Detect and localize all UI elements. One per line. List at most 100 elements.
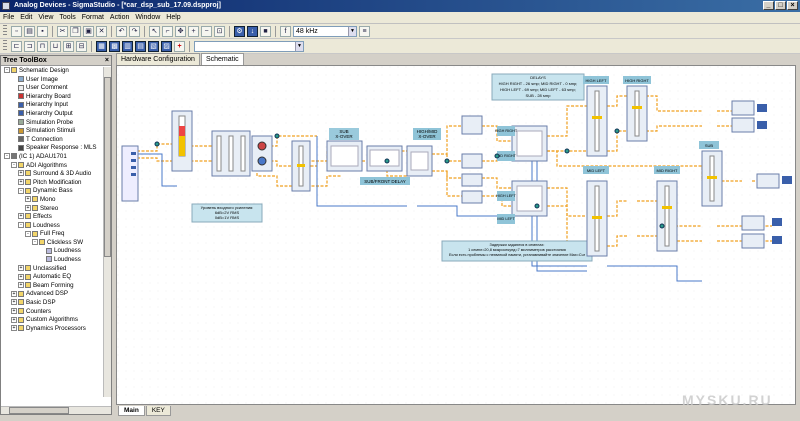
tree-item[interactable]: +Advanced DSP	[1, 290, 104, 299]
tab-main[interactable]: Main	[118, 406, 145, 416]
tree-item[interactable]: +Custom Algorithms	[1, 316, 104, 325]
expand-icon[interactable]: +	[11, 290, 17, 297]
redo-icon[interactable]: ↷	[129, 25, 140, 37]
expand-icon[interactable]: +	[25, 204, 31, 211]
horizontal-scrollbar[interactable]	[1, 406, 111, 414]
tree-item[interactable]: Simulation Stimuli	[1, 127, 104, 136]
tree-item[interactable]: -Loudness	[1, 222, 104, 231]
tree-item[interactable]: -Schematic Design	[1, 67, 104, 76]
tree-item[interactable]: +Automatic EQ	[1, 273, 104, 282]
collapse-icon[interactable]: -	[32, 239, 38, 246]
delete-icon[interactable]: ✕	[96, 25, 107, 37]
download-icon[interactable]: ↓	[247, 25, 258, 37]
tree-item[interactable]: Hierarchy Board	[1, 93, 104, 102]
menu-tools[interactable]: Tools	[59, 14, 76, 21]
distribute-icon[interactable]: ▥	[122, 40, 133, 52]
menu-view[interactable]: View	[38, 14, 54, 21]
tree-item[interactable]: -(IC 1) ADAU1701	[1, 153, 104, 162]
ungroup-icon[interactable]: ▨	[161, 40, 172, 52]
settings-icon[interactable]: ≡	[359, 25, 370, 37]
add-icon[interactable]: +	[174, 40, 185, 52]
pan-icon[interactable]: ✥	[175, 25, 186, 37]
schematic-diagram[interactable]: SUB X-OVER SUB/FRONT DELAY HIGH/MID X-OV…	[117, 66, 796, 405]
menu-file[interactable]: File	[3, 14, 15, 21]
grid-icon[interactable]: ▩	[109, 40, 120, 52]
tab-key[interactable]: KEY	[145, 406, 171, 416]
menu-help[interactable]: Help	[166, 14, 181, 21]
tree-item[interactable]: Hierarchy Input	[1, 101, 104, 110]
tree-item[interactable]: +Stereo	[1, 205, 104, 214]
expand-icon[interactable]: +	[18, 273, 24, 280]
tree-item[interactable]: -Clickless SW	[1, 239, 104, 248]
sample-rate-select[interactable]: 48 kHz ▼	[293, 25, 357, 37]
tree-item[interactable]: T Connection	[1, 136, 104, 145]
tree-item[interactable]: User Comment	[1, 84, 104, 93]
tree-item[interactable]: Speaker Response : MLS	[1, 144, 104, 153]
pointer-icon[interactable]: ↖	[149, 25, 160, 37]
expand-icon[interactable]: +	[11, 316, 17, 323]
tree-item[interactable]: +Counters	[1, 308, 104, 317]
minimize-button[interactable]: _	[763, 1, 774, 10]
tree-item[interactable]: Loudness	[1, 247, 104, 256]
zoom-in-icon[interactable]: +	[188, 25, 199, 37]
expand-icon[interactable]: +	[18, 265, 24, 272]
collapse-icon[interactable]: -	[4, 153, 10, 160]
stop-icon[interactable]: ■	[260, 25, 271, 37]
collapse-icon[interactable]: -	[25, 230, 31, 237]
tab-hardware-configuration[interactable]: Hardware Configuration	[116, 53, 200, 65]
tree-item[interactable]: +Unclassified	[1, 265, 104, 274]
tree-item[interactable]: +Surround & 3D Audio	[1, 170, 104, 179]
collapse-icon[interactable]: -	[18, 187, 24, 194]
expand-icon[interactable]: +	[18, 282, 24, 289]
block-select[interactable]: ▼	[194, 40, 304, 52]
wire-icon[interactable]: ⌐	[162, 25, 173, 37]
menu-format[interactable]: Format	[81, 14, 104, 21]
menu-window[interactable]: Window	[135, 14, 161, 21]
cut-icon[interactable]: ✂	[57, 25, 68, 37]
menu-edit[interactable]: Edit	[20, 14, 33, 21]
tree-item[interactable]: -Full Freq	[1, 230, 104, 239]
expand-icon[interactable]: +	[25, 196, 31, 203]
link-compile-icon[interactable]: ⚙	[234, 25, 245, 37]
close-icon[interactable]: ×	[104, 57, 109, 64]
zoom-out-icon[interactable]: −	[201, 25, 212, 37]
tree-item[interactable]: +Beam Forming	[1, 282, 104, 291]
tab-schematic[interactable]: Schematic	[200, 53, 244, 65]
align-center-icon[interactable]: ⊐	[24, 40, 35, 52]
collapse-icon[interactable]: -	[4, 67, 10, 74]
tree-item[interactable]: +Basic DSP	[1, 299, 104, 308]
tree-item[interactable]: +Effects	[1, 213, 104, 222]
maximize-button[interactable]: □	[775, 1, 786, 10]
layout-icon[interactable]: ▦	[96, 40, 107, 52]
tree-item[interactable]: +Mono	[1, 196, 104, 205]
align-left-icon[interactable]: ⊏	[11, 40, 22, 52]
tree-item[interactable]: -ADI Algorithms	[1, 162, 104, 171]
expand-icon[interactable]: +	[11, 325, 17, 332]
paste-icon[interactable]: ▣	[83, 25, 94, 37]
schematic-canvas[interactable]: SUB X-OVER SUB/FRONT DELAY HIGH/MID X-OV…	[116, 65, 796, 405]
tree-item[interactable]: Hierarchy Output	[1, 110, 104, 119]
tree-item[interactable]: Simulation Probe	[1, 119, 104, 128]
open-folder-icon[interactable]: ▤	[24, 25, 35, 37]
tree-item[interactable]: User Image	[1, 76, 104, 85]
vertical-scrollbar[interactable]	[103, 67, 111, 397]
collapse-icon[interactable]: -	[18, 222, 24, 229]
align-top-icon[interactable]: ⊔	[50, 40, 61, 52]
tree-item[interactable]: Loudness	[1, 256, 104, 265]
save-icon[interactable]: ▪	[37, 25, 48, 37]
tree-item[interactable]: -Dynamic Bass	[1, 187, 104, 196]
tree-item[interactable]: +Dynamics Processors	[1, 325, 104, 334]
copy-icon[interactable]: ❐	[70, 25, 81, 37]
expand-icon[interactable]: +	[18, 179, 24, 186]
collapse-icon[interactable]: -	[11, 161, 17, 168]
menu-action[interactable]: Action	[109, 14, 130, 21]
align-bottom-icon[interactable]: ⊟	[76, 40, 87, 52]
group-icon[interactable]: ▧	[148, 40, 159, 52]
close-button[interactable]: ×	[787, 1, 798, 10]
fit-icon[interactable]: ⊡	[214, 25, 225, 37]
new-file-icon[interactable]: ▫	[11, 25, 22, 37]
undo-icon[interactable]: ↶	[116, 25, 127, 37]
align-right-icon[interactable]: ⊓	[37, 40, 48, 52]
expand-icon[interactable]: +	[11, 307, 17, 314]
align-middle-icon[interactable]: ⊞	[63, 40, 74, 52]
